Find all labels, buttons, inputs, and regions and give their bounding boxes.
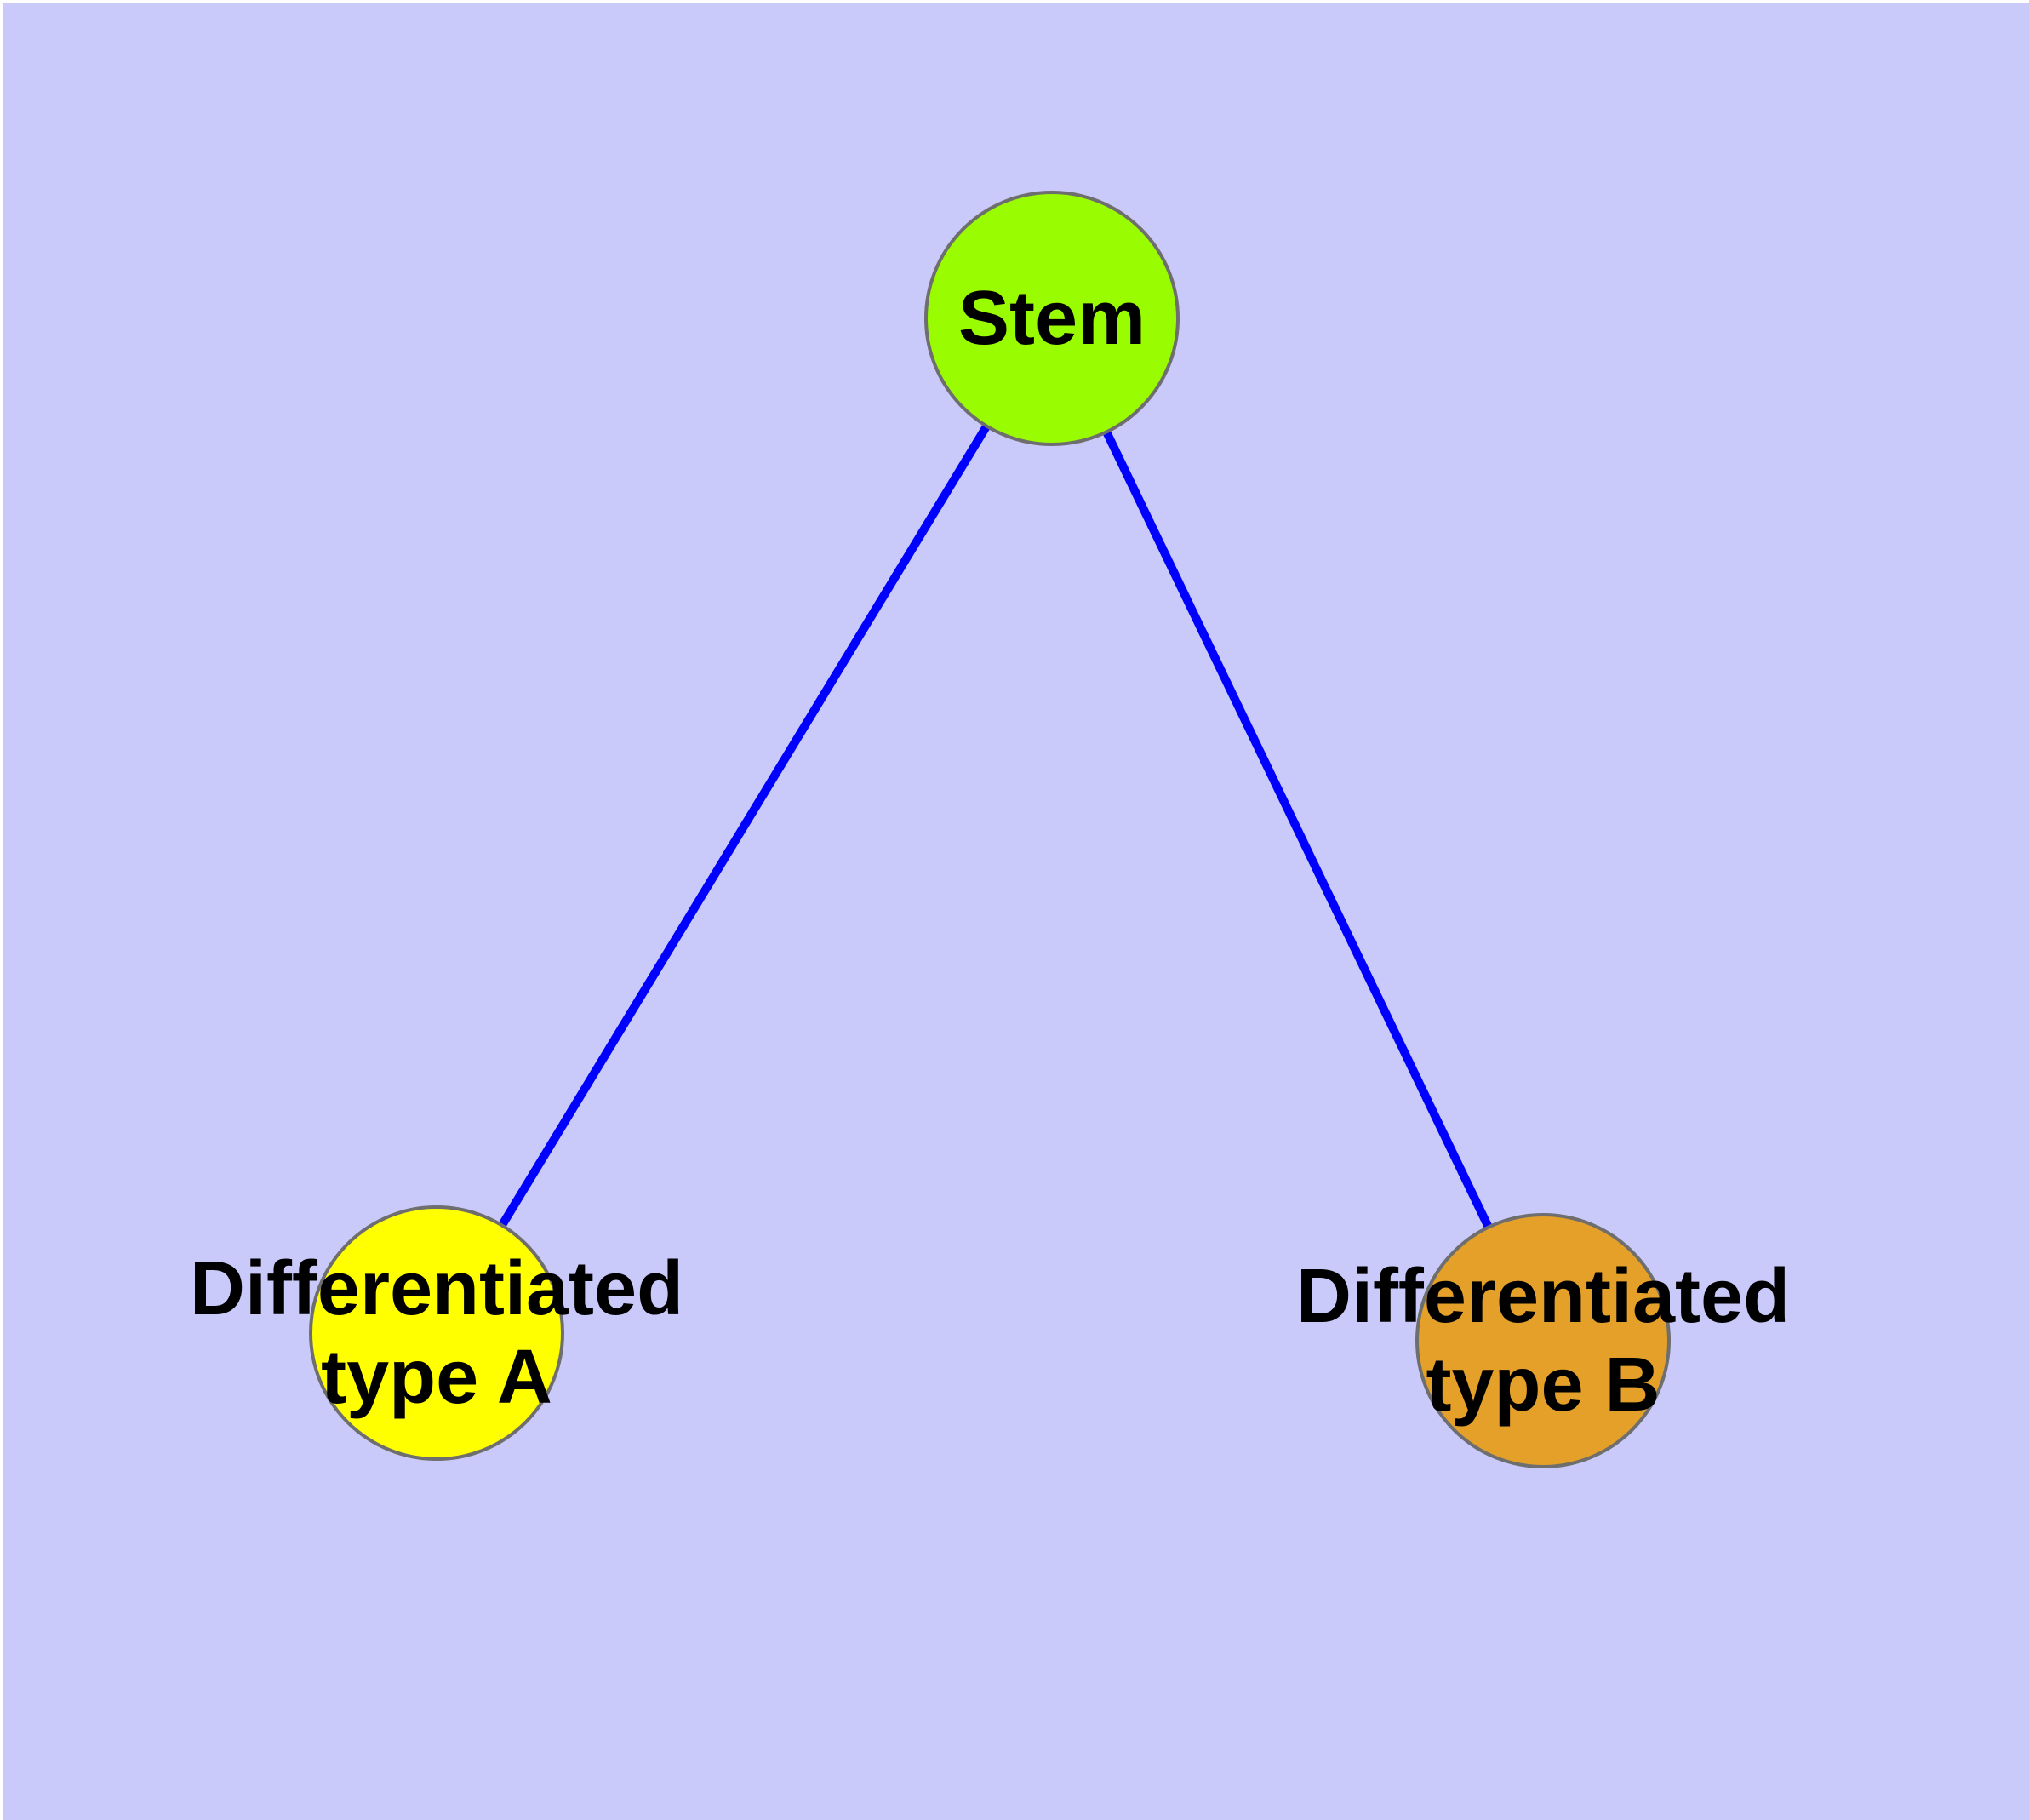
node-stem-label: Stem — [957, 276, 1146, 361]
node-differentiated-type-a — [309, 1205, 564, 1461]
edge-layer — [432, 316, 1547, 1343]
node-stem — [924, 191, 1180, 446]
edge-stem-to-type-b — [1048, 316, 1547, 1343]
node-differentiated-type-a-label: Differentiated type A — [189, 1246, 684, 1420]
node-differentiated-type-b — [1415, 1213, 1671, 1468]
edge-stem-to-type-a — [432, 316, 1056, 1336]
node-differentiated-type-b-label: Differentiated type B — [1295, 1254, 1791, 1428]
diagram-canvas: Stem Differentiated type A Differentiate… — [3, 3, 2029, 1820]
